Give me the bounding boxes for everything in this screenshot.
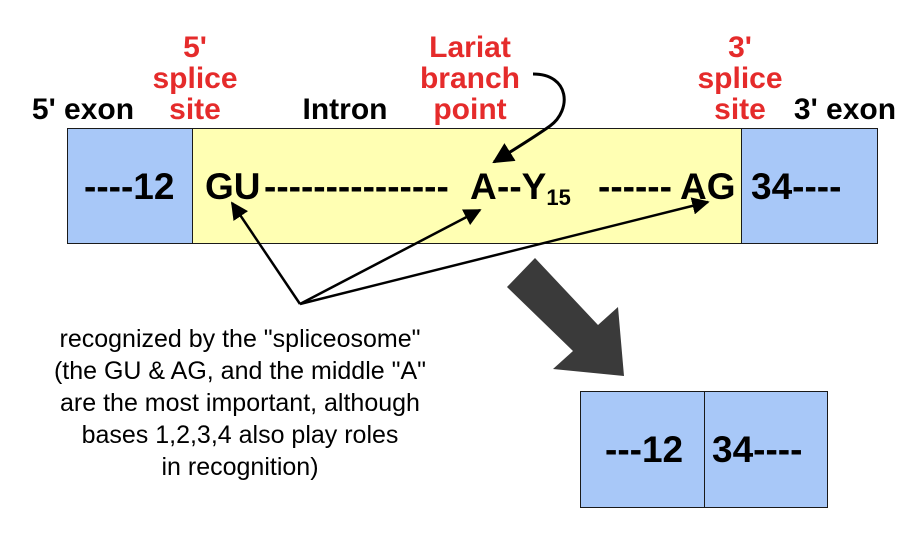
three-prime-splice-site-line-2: splice [697, 62, 783, 95]
spliced-right-exon-box [704, 391, 828, 508]
polypyrimidine-tract: --Y15 [497, 166, 571, 210]
five-prime-exon-box [67, 128, 193, 244]
note-line-1: recognized by the "spliceosome" [59, 325, 421, 353]
note-line-4: bases 1,2,3,4 also play roles [81, 421, 399, 449]
intron-dashes-3: ------ [598, 166, 672, 207]
recognition-arrow-gu [230, 201, 302, 305]
lariat-branch-point-line-3: point [433, 93, 507, 126]
recognition-note: recognized by the "spliceosome" (the GU … [0, 323, 480, 483]
note-line-3: are the most important, although [60, 389, 420, 417]
lariat-branch-point-line-1: Lariat [429, 31, 511, 64]
three-prime-exon-label: 3' exon [793, 93, 897, 126]
polypyrimidine-subscript: 15 [546, 185, 571, 210]
spliced-left-exon-box [580, 391, 705, 508]
three-prime-splice-site-line-3: site [714, 93, 766, 126]
recognition-arrow-ag [299, 197, 710, 306]
gu-sequence: GU [205, 166, 261, 207]
three-prime-exon-box [741, 128, 878, 244]
branch-a-sequence: A [470, 166, 497, 207]
branch-point-curved-arrow [492, 72, 566, 164]
splicing-result-arrow [507, 258, 624, 376]
spliced-right-sequence: 34---- [712, 429, 803, 470]
intron-label: Intron [302, 93, 388, 126]
exon5-sequence: ----12 [84, 166, 175, 207]
three-prime-splice-site-label: 3' splice site [690, 32, 790, 125]
exon3-sequence: 34---- [751, 166, 842, 207]
five-prime-splice-site-line-2: splice [152, 62, 238, 95]
intron-dashes-1: --------------- [264, 166, 449, 207]
lariat-branch-point-label: Lariat branch point [410, 32, 530, 125]
five-prime-splice-site-line-1: 5' [183, 31, 207, 64]
recognition-arrow-a [299, 208, 482, 306]
polypyrimidine-dashes: --Y [497, 166, 547, 207]
note-line-2: (the GU & AG, and the middle "A" [53, 357, 427, 385]
five-prime-splice-site-line-3: site [169, 93, 221, 126]
spliced-left-sequence: ---12 [605, 429, 684, 470]
five-prime-splice-site-label: 5' splice site [150, 32, 240, 125]
note-line-5: in recognition) [161, 453, 319, 481]
five-prime-exon-label: 5' exon [31, 93, 135, 126]
three-prime-splice-site-line-1: 3' [728, 31, 752, 64]
lariat-branch-point-line-2: branch [419, 62, 521, 95]
